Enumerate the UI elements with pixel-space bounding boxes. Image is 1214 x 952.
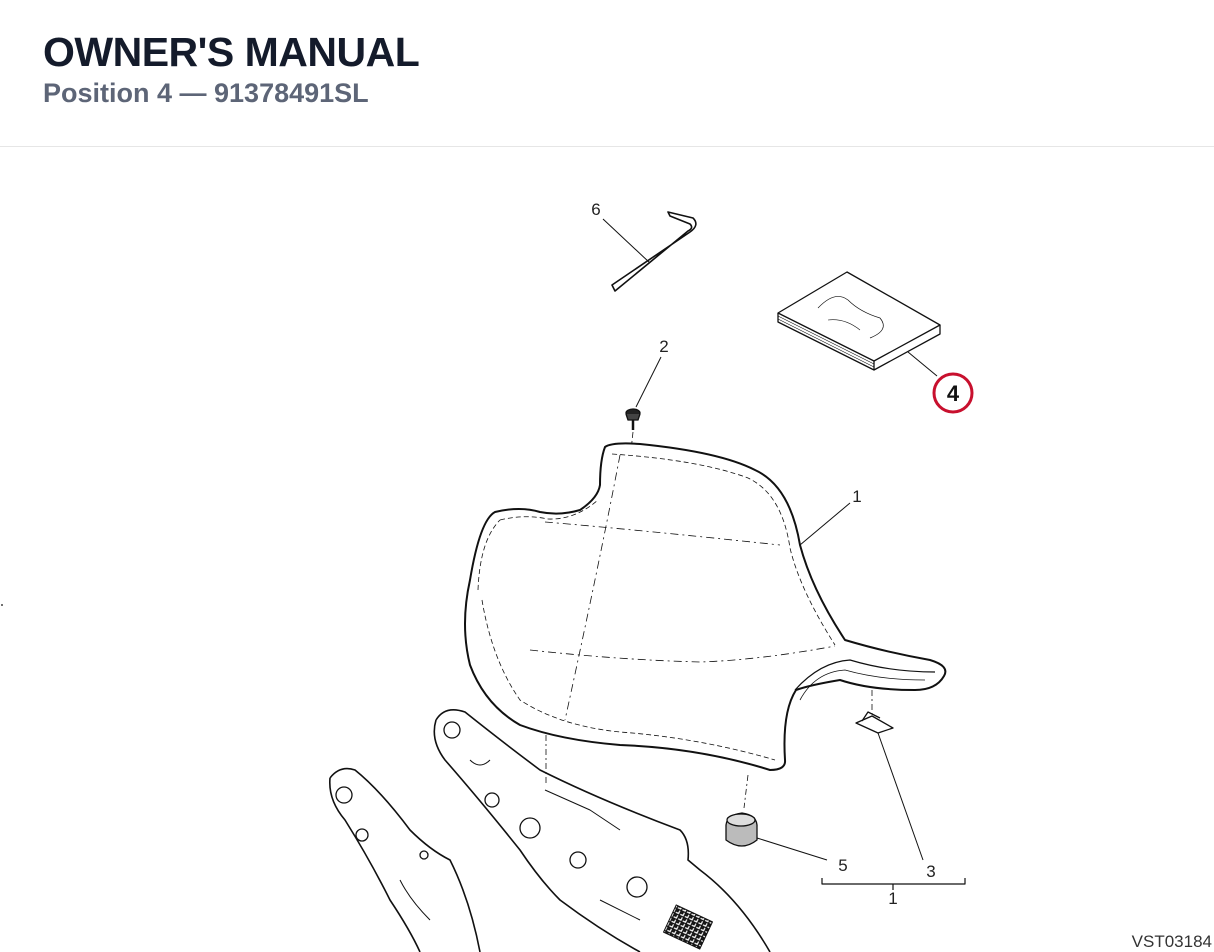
page-subtitle: Position 4 — 91378491SL [43,78,369,108]
callout-label-screw: 2 [659,337,668,356]
callout-label-bumper: 5 [838,856,847,875]
highlighted-callout-manual[interactable]: 4 [932,372,974,414]
rubber-bumper-part [725,774,828,861]
subframe-part [328,709,771,952]
group-bracket [821,878,966,890]
page-header: OWNER'S MANUAL Position 4 — 91378491SL [0,0,1214,147]
page-title: OWNER'S MANUAL [43,29,420,75]
callout-label-allen-key: 6 [591,200,600,219]
latch-bracket-part [855,690,924,861]
exploded-parts-diagram: 6 2 1 5 3 1 4 [1,200,974,952]
highlight-ring [932,372,974,414]
callout-label-group: 1 [888,889,897,908]
callout-label-seat: 1 [852,487,861,506]
allen-key-part [602,211,697,292]
drawing-code: VST03184 [1131,932,1212,951]
owners-manual-booklet-part [777,271,941,377]
callout-label-bracket: 3 [926,862,935,881]
callout-label-manual: 4 [947,381,960,406]
seat-part [464,442,947,771]
